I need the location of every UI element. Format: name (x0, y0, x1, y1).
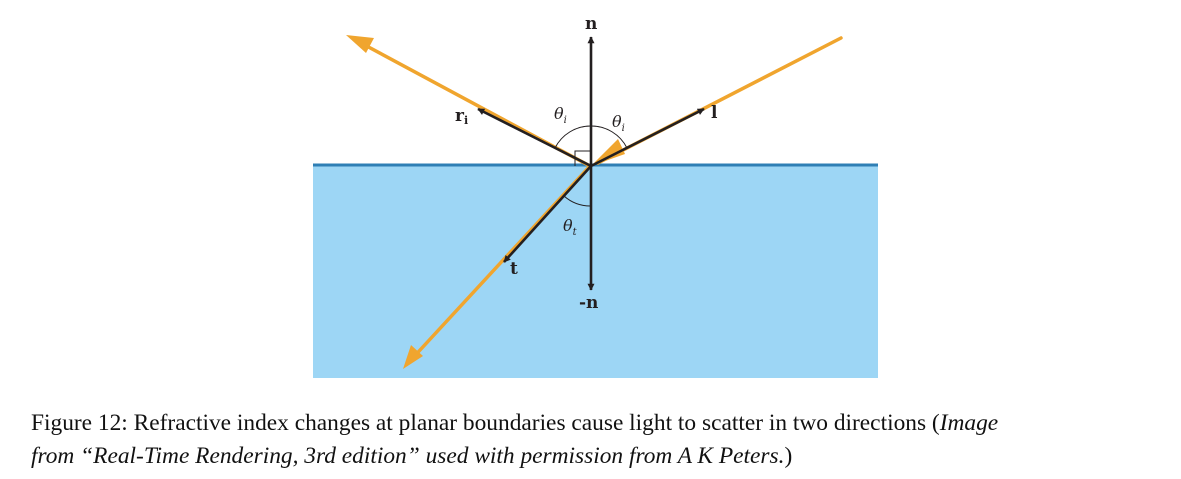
light-vector (590, 107, 705, 168)
caption-text: Figure 12: Refractive index changes at p… (31, 410, 940, 436)
arc-incident-right (590, 125, 628, 149)
label-light: l (711, 103, 718, 123)
figure-caption: Figure 12: Refractive index changes at p… (31, 407, 1171, 473)
angle-theta-t: θt (563, 216, 578, 238)
label-reflected: ri (455, 106, 468, 127)
arc-incident-left (554, 125, 592, 149)
lower-medium (313, 165, 878, 378)
transmitted-vector (503, 165, 592, 263)
incident-ray-arrowhead (591, 139, 625, 166)
reflected-vector (477, 107, 592, 168)
transmitted-ray-arrowhead (403, 345, 423, 369)
angle-arcs (554, 125, 628, 207)
right-angle-marker (574, 150, 591, 166)
label-normal: n (585, 14, 597, 34)
angle-theta-i-left: θi (554, 104, 567, 126)
caption-suffix: ) (784, 443, 793, 469)
label-transmitted: t (510, 259, 518, 279)
label-neg-normal: -n (579, 293, 598, 313)
angle-theta-i-right: θi (612, 112, 625, 134)
refraction-diagram: n -n ri l t θi θi θt (313, 14, 878, 378)
vectors (477, 36, 705, 291)
caption-credit-line1: Image (939, 410, 999, 436)
reflected-ray-arrowhead (346, 35, 374, 53)
caption-credit-line2: from “Real-Time Rendering, 3rd edition” … (31, 443, 785, 469)
arc-transmitted (563, 195, 592, 207)
